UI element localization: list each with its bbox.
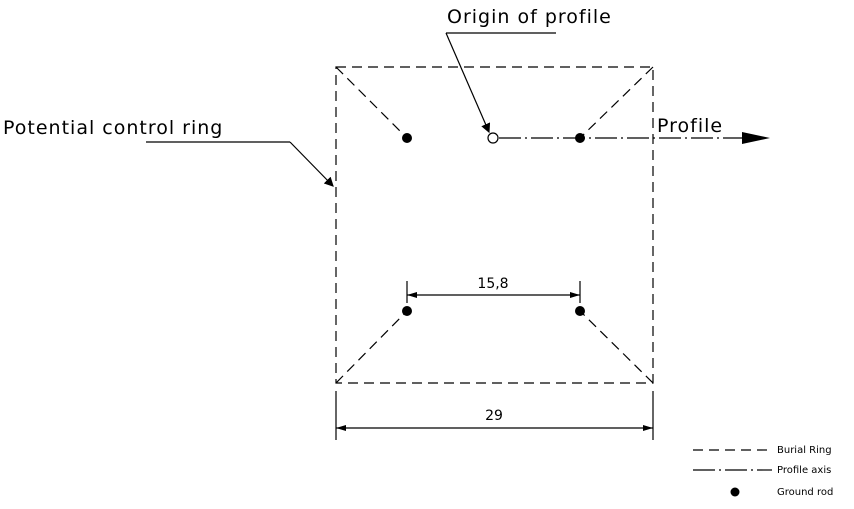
inner-dimension-value: 15,8 [477,276,508,292]
potential-ring-label: Potential control ring [3,117,223,139]
ground-rod-top-left [402,133,412,143]
profile-arrow-icon [742,132,770,144]
profile-label: Profile [657,115,723,137]
legend-ground-rod-icon [730,487,740,497]
ground-rod-top-right [575,133,585,143]
connector-bottom-left [335,310,408,384]
inner-arrow-right-icon [570,292,580,298]
legend-burial-ring-label: Burial Ring [777,445,832,456]
outer-arrow-right-icon [643,425,653,431]
burial-ring [335,66,654,384]
legend-ground-rod-label: Ground rod [777,487,833,498]
connector-bottom-right [579,310,654,384]
connector-top-left [335,66,408,139]
inner-arrow-left-icon [407,292,417,298]
legend: Burial Ring Profile axis Ground rod [693,445,833,498]
connector-top-right [579,66,654,139]
potential-ring-leader-line [289,141,334,187]
profile-origin-marker [487,132,499,144]
ground-rod-bottom-right [575,306,585,316]
legend-profile-axis-label: Profile axis [777,465,831,476]
origin-label: Origin of profile [447,6,612,28]
origin-leader-line [445,32,491,134]
ground-rod-bottom-left [402,306,412,316]
outer-arrow-left-icon [336,425,346,431]
outer-dimension-value: 29 [485,408,503,424]
